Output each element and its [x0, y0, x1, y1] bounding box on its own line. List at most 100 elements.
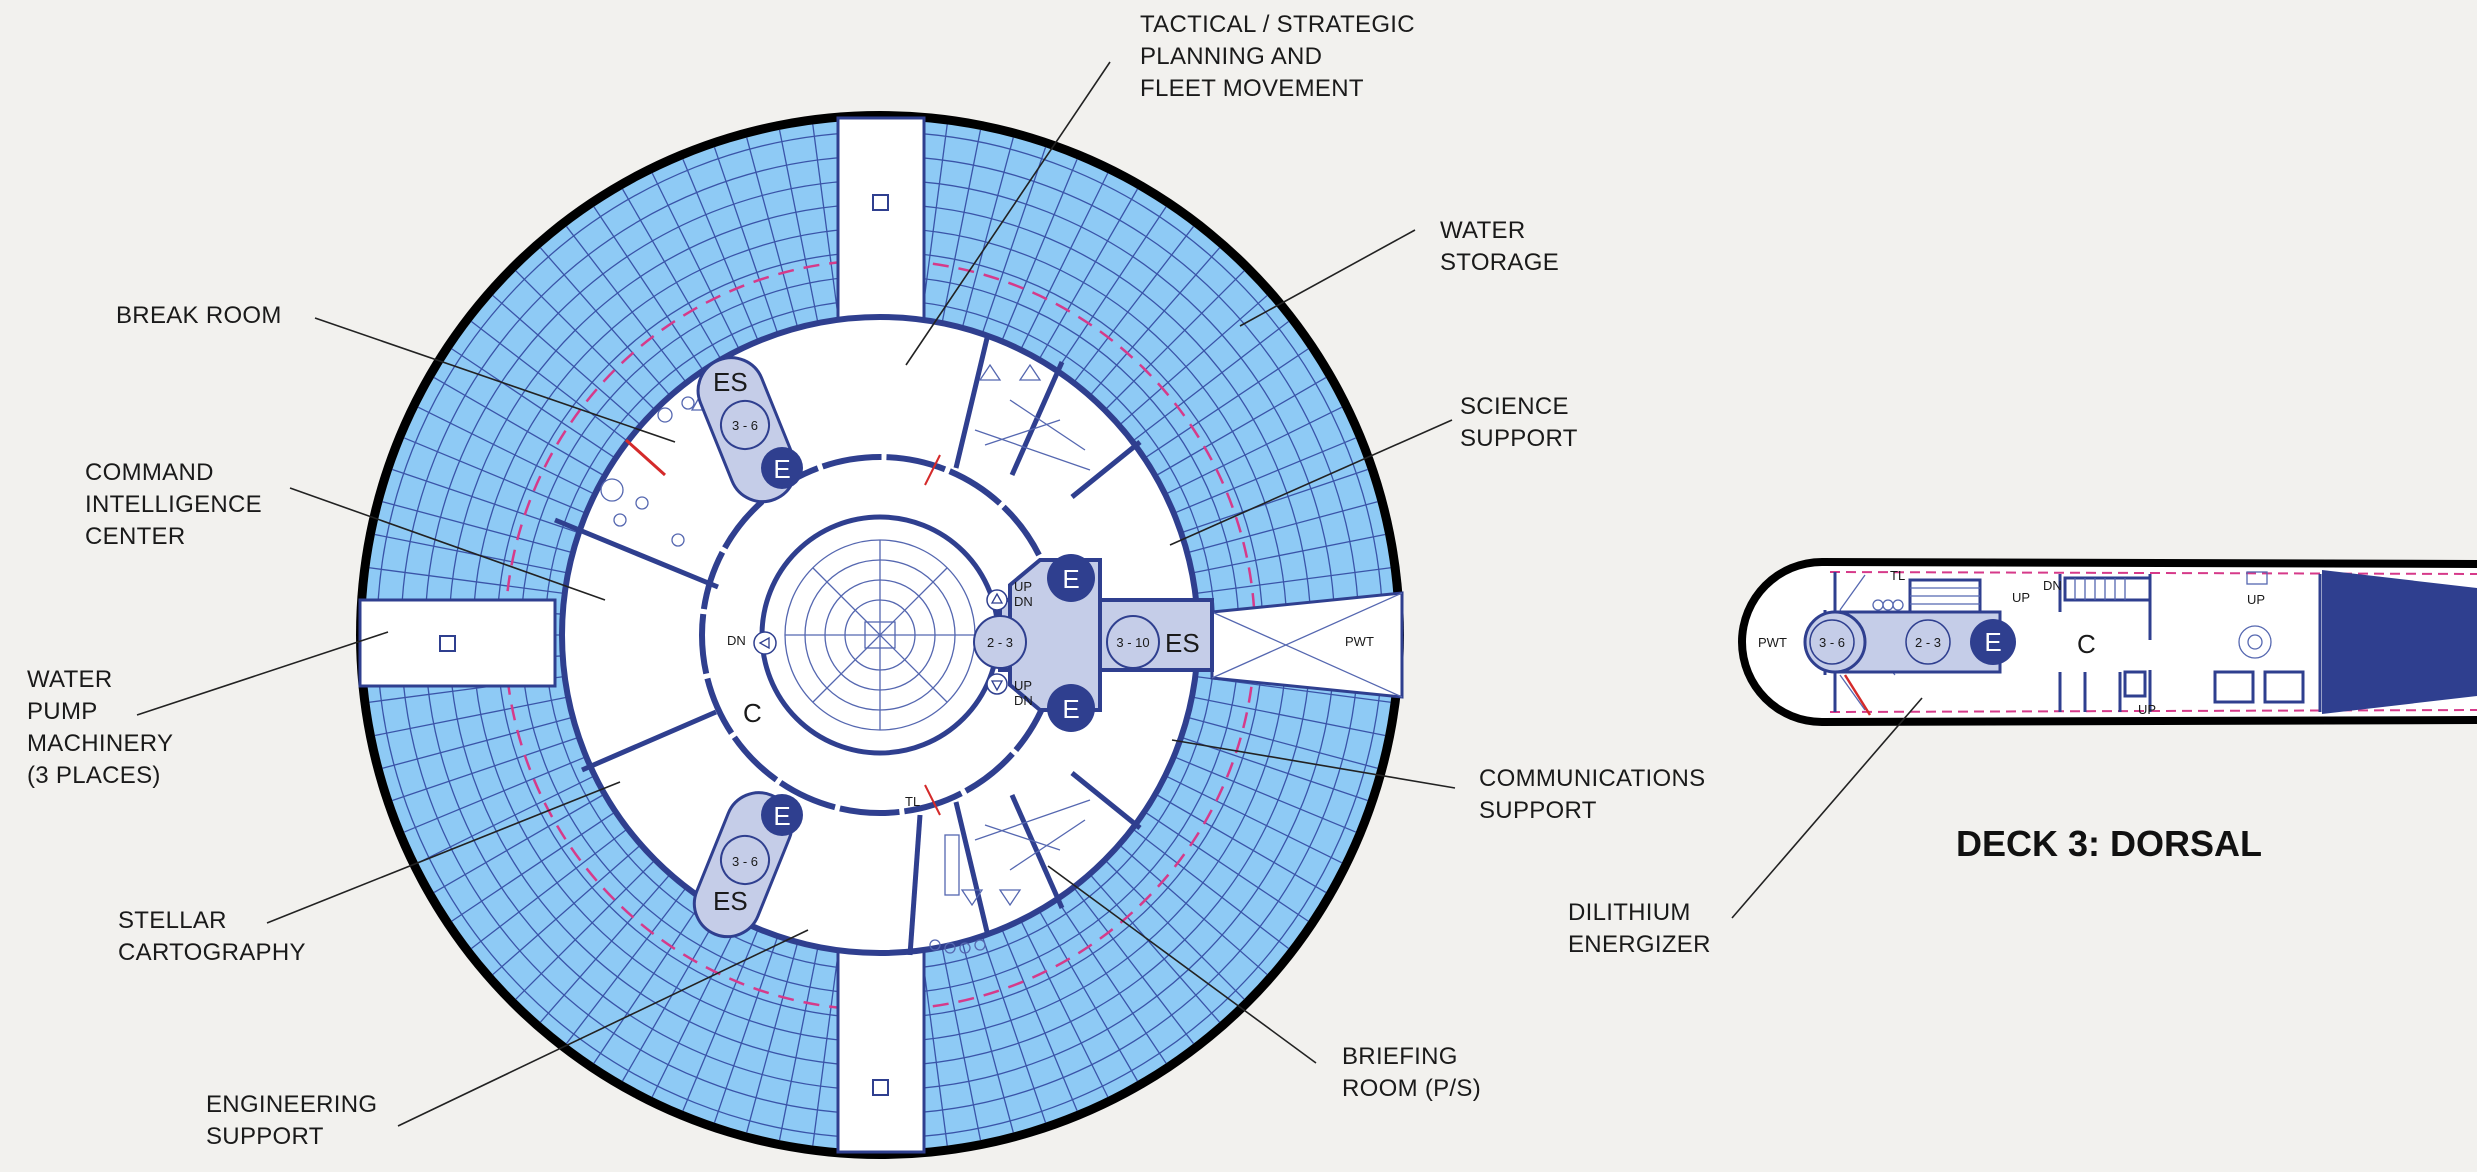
ring-grid-spoke — [471, 828, 629, 950]
ring-grid-spoke — [682, 158, 759, 342]
ring-grid-spoke — [1180, 468, 1368, 534]
ring-grid-spoke — [1118, 844, 1268, 976]
dn-label-top: DN — [1014, 594, 1033, 609]
ring-grid-spoke — [1173, 437, 1357, 514]
es-label-upper: ES — [713, 367, 748, 397]
ring-grid-spoke — [382, 501, 574, 554]
red-door-3 — [924, 784, 941, 816]
ring-grid-spoke — [492, 844, 642, 976]
ring-grid-spoke — [1104, 859, 1245, 1000]
label-communications-support: COMMUNICATIONS SUPPORT — [1479, 765, 1712, 824]
tl-label-dorsal: TL — [1890, 568, 1905, 583]
ring-grid-spoke — [1164, 775, 1343, 864]
label-briefing-room: BRIEFING ROOM (P/S) — [1342, 1043, 1481, 1102]
tl-label-saucer: TL — [905, 794, 920, 809]
ring-grid-spoke — [1089, 873, 1221, 1023]
ring-grid-spoke — [961, 137, 1014, 329]
ring-grid-spoke — [1191, 533, 1386, 574]
red-door-1 — [624, 438, 667, 477]
ring-grid-spoke — [1038, 910, 1139, 1082]
ring-grid-spoke — [1118, 294, 1268, 426]
deck-title: DECK 3: DORSAL — [1956, 823, 2262, 864]
dorsal-section: PWT 3 - 6 2 - 3 E C TL UP DN UP UP — [1738, 558, 2477, 726]
label-command-intelligence: COMMAND INTELLIGENCE CENTER — [85, 459, 269, 550]
ring-grid-spoke — [621, 188, 722, 360]
label-water-storage: WATER STORAGE — [1440, 217, 1559, 276]
ring-grid-spoke — [515, 859, 656, 1000]
ring-grid-spoke — [1020, 919, 1109, 1098]
ring-grid-spoke — [1164, 406, 1343, 495]
c-label-saucer: C — [743, 698, 762, 728]
range-label-lower: 3 - 6 — [732, 854, 758, 869]
room-details — [600, 363, 1091, 954]
e-label-dorsal: E — [1984, 627, 2001, 657]
es-label-right: ES — [1165, 628, 1200, 658]
up-label-dorsal-3: UP — [2138, 702, 2156, 717]
ring-grid-spoke — [593, 206, 704, 371]
ring-grid-spoke — [382, 716, 574, 769]
label-break-room: BREAK ROOM — [116, 302, 282, 329]
ring-grid-spoke — [981, 147, 1047, 335]
ring-grid-spoke — [651, 919, 740, 1098]
e-label-upper: E — [773, 454, 790, 484]
ring-grid-spoke — [981, 935, 1047, 1123]
e-label-right-bottom: E — [1062, 694, 1079, 724]
hatch-bottom — [872, 1079, 889, 1096]
ring-grid-spoke — [451, 348, 616, 459]
ring-grid-spoke — [539, 873, 671, 1023]
ring-grid-spoke — [713, 935, 779, 1123]
ring-grid-spoke — [374, 533, 569, 574]
callout-leader-lines — [136, 61, 1923, 1127]
ring-grid-spoke — [374, 696, 569, 737]
ring-grid-spoke — [961, 941, 1014, 1133]
ring-grid-spoke — [941, 129, 982, 324]
ring-grid-spoke — [778, 946, 819, 1141]
ring-grid-spoke — [1155, 376, 1327, 477]
dn-label-left: DN — [727, 633, 746, 648]
range-label-3-10: 3 - 10 — [1116, 635, 1149, 650]
c-label-dorsal: C — [2077, 629, 2096, 659]
ring-grid-spoke — [565, 886, 687, 1044]
e-label-right-top: E — [1062, 564, 1079, 594]
up-label-top: UP — [1014, 579, 1032, 594]
ring-grid-spoke — [1131, 320, 1289, 442]
ring-grid-spoke — [515, 270, 656, 411]
pwt-label-saucer: PWT — [1345, 634, 1374, 649]
ring-grid-spoke — [1056, 899, 1167, 1064]
ring-grid-spoke — [471, 320, 629, 442]
ring-grid-spoke — [1073, 226, 1195, 384]
ring-grid-spoke — [417, 775, 596, 864]
ring-grid-spoke — [403, 756, 587, 833]
up-label-dorsal-2: UP — [2247, 592, 2265, 607]
dorsal-boundary-dashed — [1829, 571, 2477, 713]
elevator-right-bottom — [1047, 684, 1095, 732]
pwt-label-dorsal: PWT — [1758, 635, 1787, 650]
ring-grid-spoke — [1186, 716, 1378, 769]
ring-grid-spoke — [1191, 696, 1386, 737]
core-structure — [784, 539, 976, 731]
ring-grid-spoke — [1144, 811, 1309, 922]
up-label-bottom: UP — [1014, 678, 1032, 693]
dilithium-energizer-mass — [2322, 570, 2477, 714]
ring-grid-spoke — [746, 137, 799, 329]
ring-grid-spoke — [417, 406, 596, 495]
red-door-2 — [924, 454, 941, 486]
ring-grid-spoke — [941, 946, 982, 1141]
ring-grid-spoke — [920, 950, 948, 1146]
e-label-lower: E — [773, 801, 790, 831]
ring-grid-spoke — [1104, 270, 1245, 411]
range-label-dorsal-3-6: 3 - 6 — [1819, 635, 1845, 650]
saucer-section — [356, 111, 1404, 1159]
ring-grid-spoke — [812, 124, 840, 320]
elevator-lower-left — [761, 794, 803, 836]
corridor-top — [836, 116, 926, 322]
ring-grid-spoke — [1056, 206, 1167, 371]
es-label-lower: ES — [713, 886, 748, 916]
dn-label-bottom: DN — [1014, 693, 1033, 708]
hatch-top — [872, 194, 889, 211]
ring-grid-spoke — [593, 899, 704, 1064]
ring-grid-spoke — [403, 437, 587, 514]
ring-grid-spoke — [778, 129, 819, 324]
corridor-bottom — [836, 948, 926, 1154]
ring-grid-spoke — [451, 811, 616, 922]
